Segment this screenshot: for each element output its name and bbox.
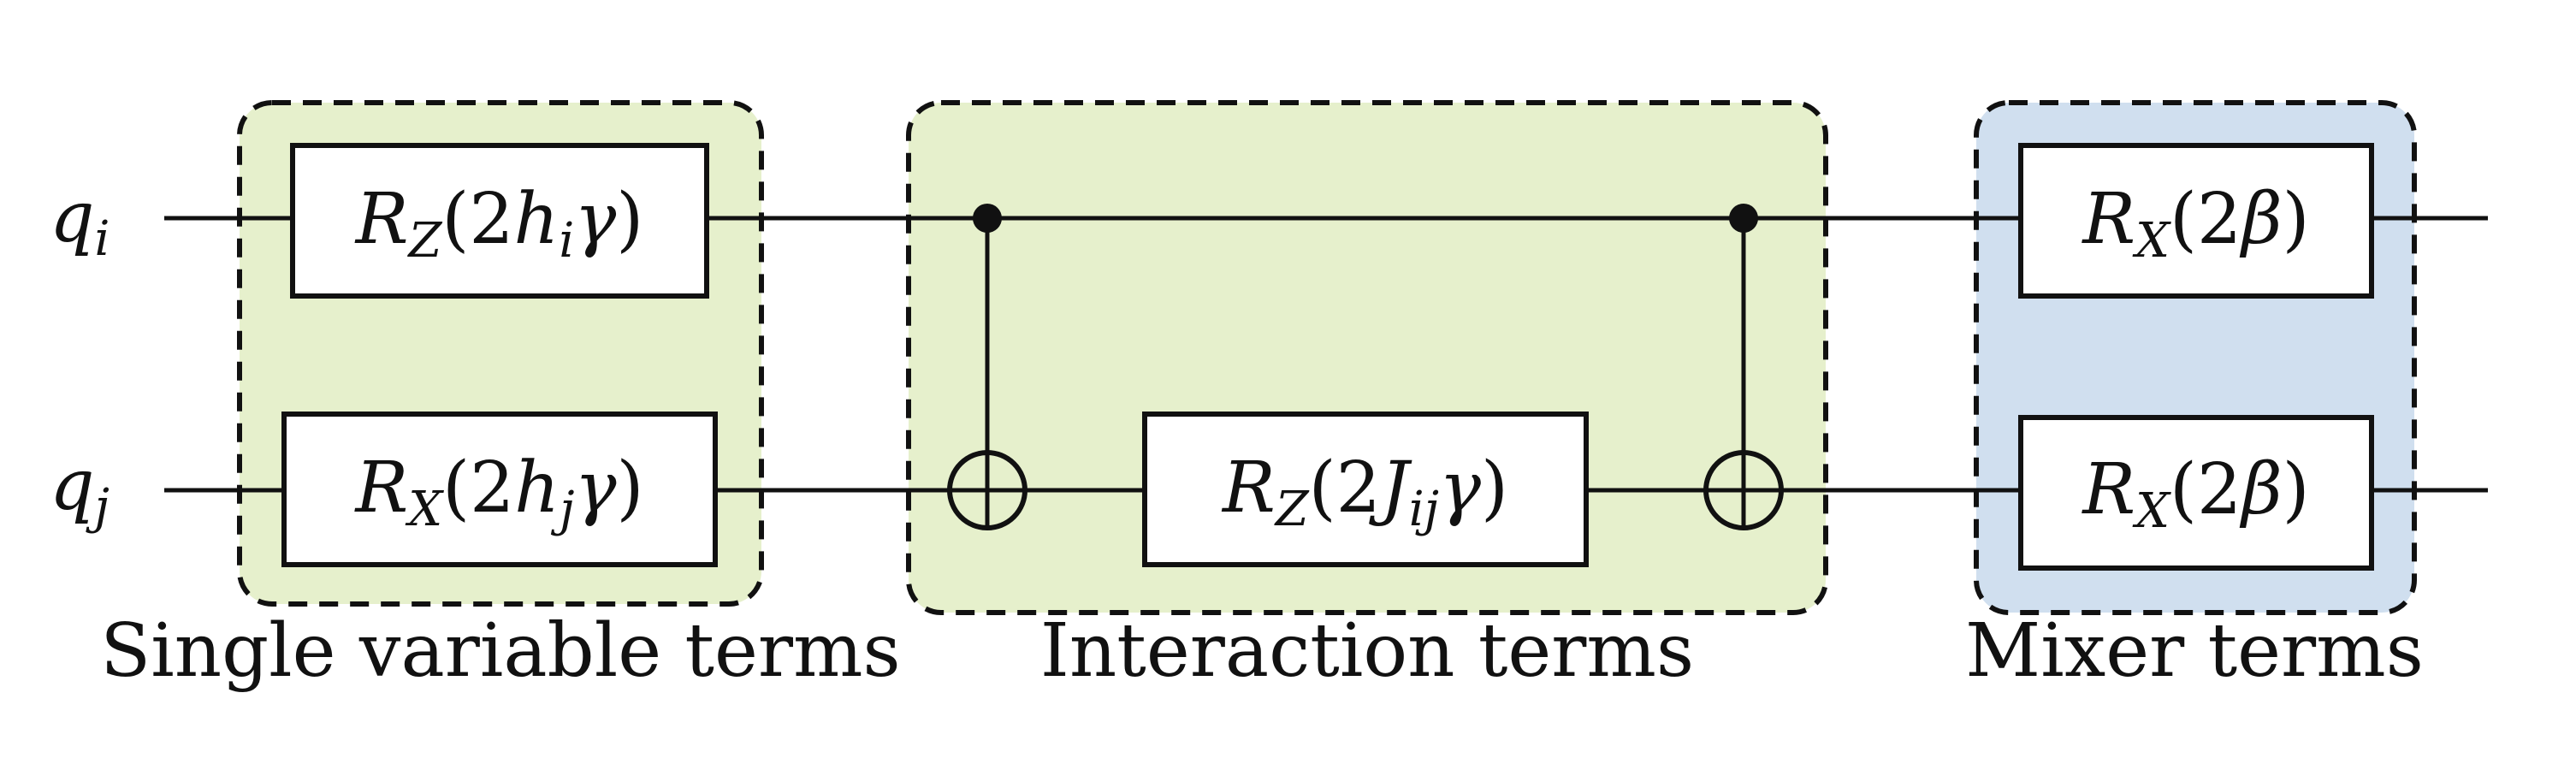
control-dot-1 xyxy=(973,204,1002,233)
gate-box-rz-hi xyxy=(290,143,709,299)
target-xor-2 xyxy=(1703,450,1784,530)
gate-label-rx-beta-j: RX(2β) xyxy=(2081,449,2309,539)
caption-single-variable-terms: Single variable terms xyxy=(100,608,900,694)
qubit-label-i: qi xyxy=(50,177,110,267)
target-xor-1 xyxy=(947,450,1027,530)
control-dot-2 xyxy=(1729,204,1758,233)
caption-interaction-terms: Interaction terms xyxy=(1040,608,1694,694)
interaction-group-box xyxy=(906,100,1828,615)
gate-label-rz-jij: RZ(2Jijγ) xyxy=(1221,447,1508,537)
caption-mixer-terms: Mixer terms xyxy=(1965,608,2424,694)
gate-box-rx-hj xyxy=(281,412,718,567)
gate-box-rx-beta-i xyxy=(2018,143,2374,299)
gate-label-rx-beta-i: RX(2β) xyxy=(2081,179,2309,269)
gate-label-rz-hi: RZ(2hiγ) xyxy=(354,179,644,269)
gate-box-rx-beta-j xyxy=(2018,415,2374,571)
cnot-gate-1 xyxy=(947,204,1027,530)
cnot-gate-2 xyxy=(1703,204,1784,530)
gate-label-rx-hj: RX(2hjγ) xyxy=(354,447,644,537)
gate-box-rz-jij xyxy=(1142,412,1589,567)
qubit-label-j: qj xyxy=(50,445,110,535)
